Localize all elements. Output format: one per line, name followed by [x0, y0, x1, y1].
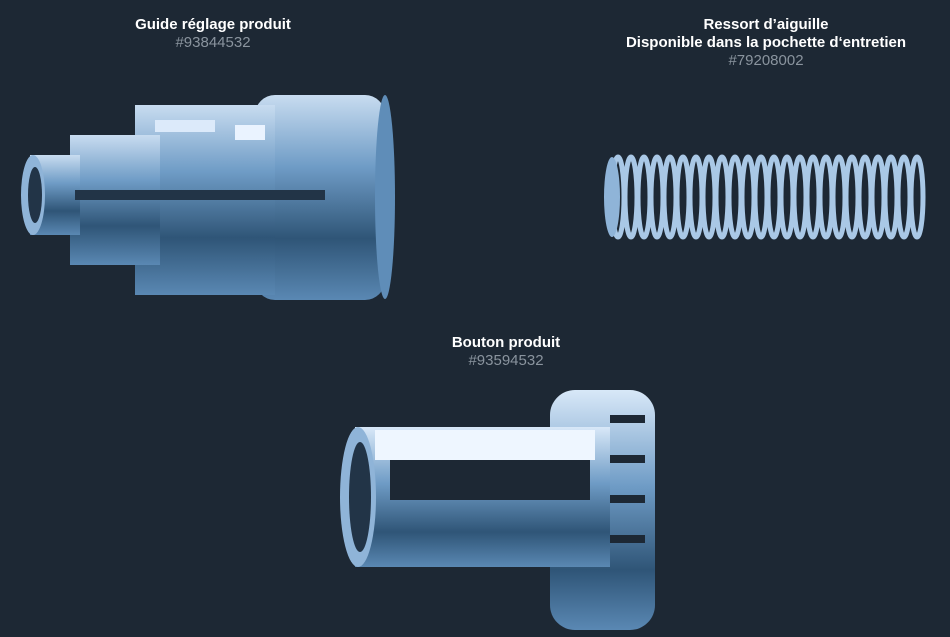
spring-title: Ressort d’aiguille	[703, 16, 829, 33]
spring-code: #79208002	[728, 52, 804, 69]
spring-coil	[856, 154, 874, 240]
spring-label: Ressort d’aiguille Disponible dans la po…	[596, 16, 936, 70]
spring-coil	[635, 154, 653, 240]
spring-coil	[908, 154, 926, 240]
guide-label: Guide réglage produit #93844532	[106, 16, 320, 52]
spring-coil	[713, 154, 731, 240]
spring-coil	[674, 154, 692, 240]
spring-coil	[726, 154, 744, 240]
spring-part-image	[604, 154, 926, 240]
spring-coil	[661, 154, 679, 240]
spring-coil	[778, 154, 796, 240]
spring-coil	[739, 154, 757, 240]
spring-coil	[765, 154, 783, 240]
spring-coil	[752, 154, 770, 240]
spring-coil	[622, 154, 640, 240]
button-title: Bouton produit	[451, 334, 561, 351]
spring-coil	[700, 154, 718, 240]
spring-coils	[609, 154, 926, 240]
spring-coil	[895, 154, 913, 240]
guide-code: #93844532	[175, 34, 251, 51]
button-code: #93594532	[468, 352, 544, 369]
spring-coil	[843, 154, 861, 240]
button-part-image	[340, 390, 655, 630]
spring-coil	[648, 154, 666, 240]
spring-coil	[869, 154, 887, 240]
spring-coil	[817, 154, 835, 240]
guide-title: Guide réglage produit	[135, 16, 291, 33]
spring-coil	[687, 154, 705, 240]
spring-coil	[830, 154, 848, 240]
spring-coil	[882, 154, 900, 240]
spring-subtitle: Disponible dans la pochette d‘entretien	[625, 34, 907, 51]
guide-part-image	[21, 95, 395, 300]
spring-coil	[791, 154, 809, 240]
button-label: Bouton produit #93594532	[406, 334, 606, 370]
spring-coil	[804, 154, 822, 240]
